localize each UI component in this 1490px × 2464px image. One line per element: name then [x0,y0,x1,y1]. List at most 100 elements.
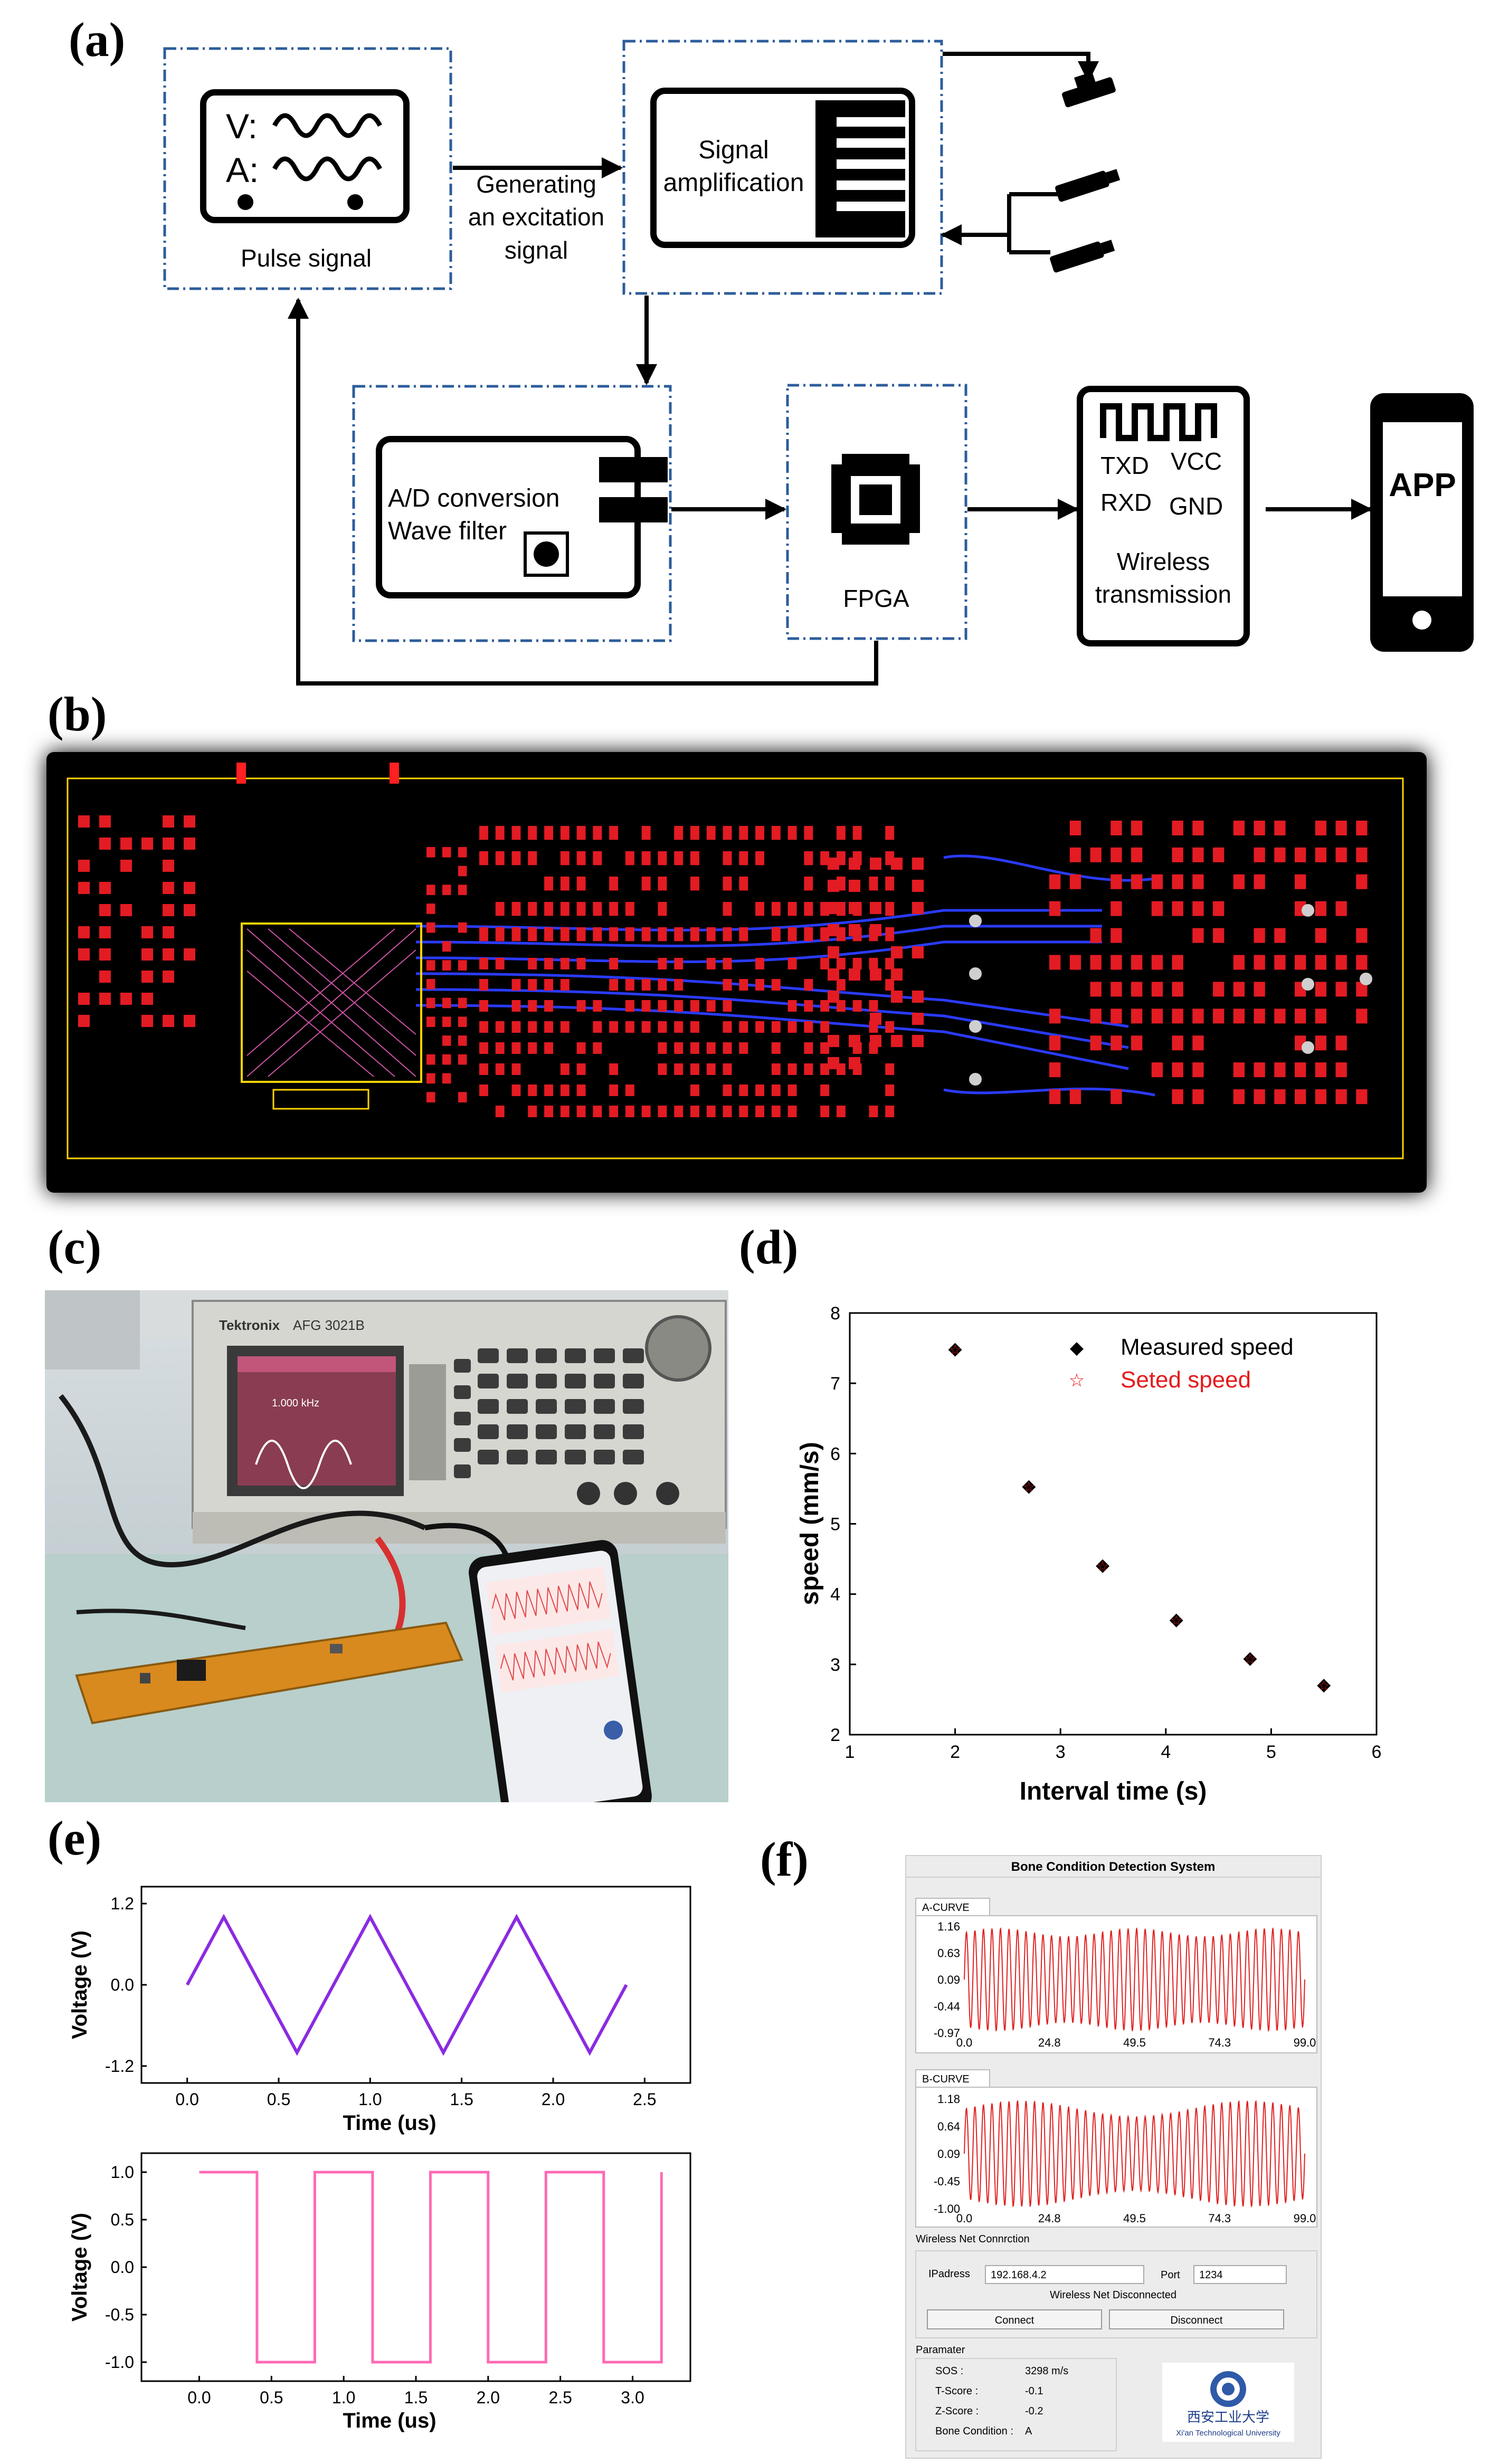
point-measured: ◆ [1243,1648,1257,1668]
y-tick-label: 0.09 [937,2147,960,2161]
connector-icon [599,497,668,522]
param-label: T-Score : [935,2385,978,2397]
panel-label-a: (a) [69,13,126,66]
connection-status: Wireless Net Disconnected [1050,2289,1176,2301]
fpga-chip-icon [831,454,920,545]
a-wave-icon [272,156,382,182]
x-tick-label: 24.8 [1038,2036,1061,2049]
connect-button-label: Connect [995,2315,1035,2326]
x-axis-label: Time (us) [343,2111,436,2135]
point-measured: ◆ [1022,1476,1036,1496]
x-tick-label: 0.5 [260,2388,283,2407]
legend-label-seted: Seted speed [1121,1367,1251,1393]
legend-marker-measured: ◆ [1070,1338,1084,1358]
adc-label-line: Wave filter [388,517,507,545]
x-tick-label: 2 [950,1742,960,1762]
x-tick-label: 74.3 [1208,2212,1231,2225]
y-tick-label: -0.5 [105,2305,134,2324]
point-measured: ◆ [1170,1609,1184,1629]
b-curve-waveform [964,2100,1305,2208]
point-seted: ☆ [949,1342,961,1358]
rx-line [941,194,1011,245]
x-tick-label: 1.5 [404,2388,428,2407]
wireless-caption-line: transmission [1095,581,1231,608]
tx-line [943,52,1099,82]
tab-b-curve-label: B-CURVE [922,2073,970,2085]
y-tick-label: -1.00 [934,2202,960,2215]
x-tick-label: 99.0 [1294,2036,1316,2049]
y-tick-label: -1.2 [105,2057,134,2076]
feedback-loop-arrow [288,298,878,686]
x-tick-label: 1 [845,1742,855,1762]
test-pcb-board [75,1621,463,1725]
param-value: -0.2 [1025,2405,1043,2417]
x-tick-label: 4 [1161,1742,1171,1762]
y-axis-label: speed (mm/s) [796,1442,824,1605]
y-tick-label: 6 [830,1444,840,1464]
legend-marker-seted: ☆ [1069,1371,1085,1391]
x-axis-label: Interval time (s) [1020,1777,1207,1805]
probe-dot-icon [238,194,253,210]
filter-chip-icon [524,531,569,577]
y-tick-label: -1.0 [105,2353,134,2372]
x-tick-label: 49.5 [1123,2212,1146,2225]
x-tick-label: 6 [1372,1742,1382,1762]
x-tick-label: 2.5 [633,2090,656,2109]
x-tick-label: 0.0 [956,2212,973,2225]
y-tick-label: 8 [830,1304,840,1324]
amplifier-label-line: Signal [698,136,768,164]
point-measured: ◆ [1317,1675,1331,1695]
x-tick-label: 5 [1266,1742,1276,1762]
panel-label-b: (b) [48,687,107,741]
y-tick-label: 1.0 [111,2163,134,2182]
amplifier-module-frame [622,40,943,295]
y-axis-label: Voltage (V) [69,2213,91,2322]
function-generator: Tektronix AFG 3021B 1.000 kHz [192,1300,727,1544]
x-tick-label: 0.0 [956,2036,973,2049]
wireless-caption-line: Wireless [1117,548,1210,575]
gnd-label: GND [1169,492,1223,520]
disconnect-button-label: Disconnect [1171,2315,1223,2326]
y-tick-label: 0.5 [111,2210,134,2229]
x-tick-label: 0.0 [187,2388,211,2407]
y-tick-label: -0.45 [934,2175,960,2188]
panel-label-f: (f) [760,1832,809,1886]
excitation-label-line: Generating [476,170,596,198]
heatsink-icon [815,100,905,237]
pulse-module-frame [163,47,452,290]
x-tick-label: 1.5 [450,2090,473,2109]
ip-value: 192.168.4.2 [991,2269,1047,2281]
x-tick-label: 24.8 [1038,2212,1061,2225]
param-value: A [1025,2425,1032,2437]
university-logo: 西安工业大学 Xi'an Technological University [1162,2363,1294,2442]
plot-frame [849,1312,1378,1736]
y-tick-label: 7 [830,1374,840,1394]
y-tick-label: 1.18 [937,2092,960,2106]
adc-label-line: A/D conversion [388,484,559,512]
amplifier-label-line: amplification [663,169,804,197]
x-tick-label: 1.0 [332,2388,355,2407]
y-tick-label: 1.2 [111,1894,134,1913]
x-tick-label: 2.0 [542,2090,565,2109]
transducer-icon [1050,240,1115,273]
y-tick-label: 0.09 [937,1973,960,1986]
port-value: 1234 [1199,2269,1223,2281]
x-tick-label: 74.3 [1208,2036,1231,2049]
param-group [915,2358,1117,2451]
app-label: APP [1389,467,1456,503]
connect-button[interactable] [927,2309,1102,2329]
y-tick-label: 0.0 [111,1975,134,1994]
generator-freq: 1.000 kHz [272,1397,319,1409]
amplifier-box [650,88,915,248]
disconnect-button[interactable] [1109,2309,1284,2329]
x-tick-label: 3.0 [621,2388,644,2407]
smartphone [469,1540,652,1802]
y-tick-label: 3 [830,1655,840,1675]
x-tick-label: 2.5 [548,2388,572,2407]
wireless-heading: Wireless Net Connrction [916,2233,1030,2245]
ip-label: IPadress [928,2268,970,2280]
point-seted: ☆ [1023,1479,1035,1495]
wireless-group [915,2250,1317,2338]
